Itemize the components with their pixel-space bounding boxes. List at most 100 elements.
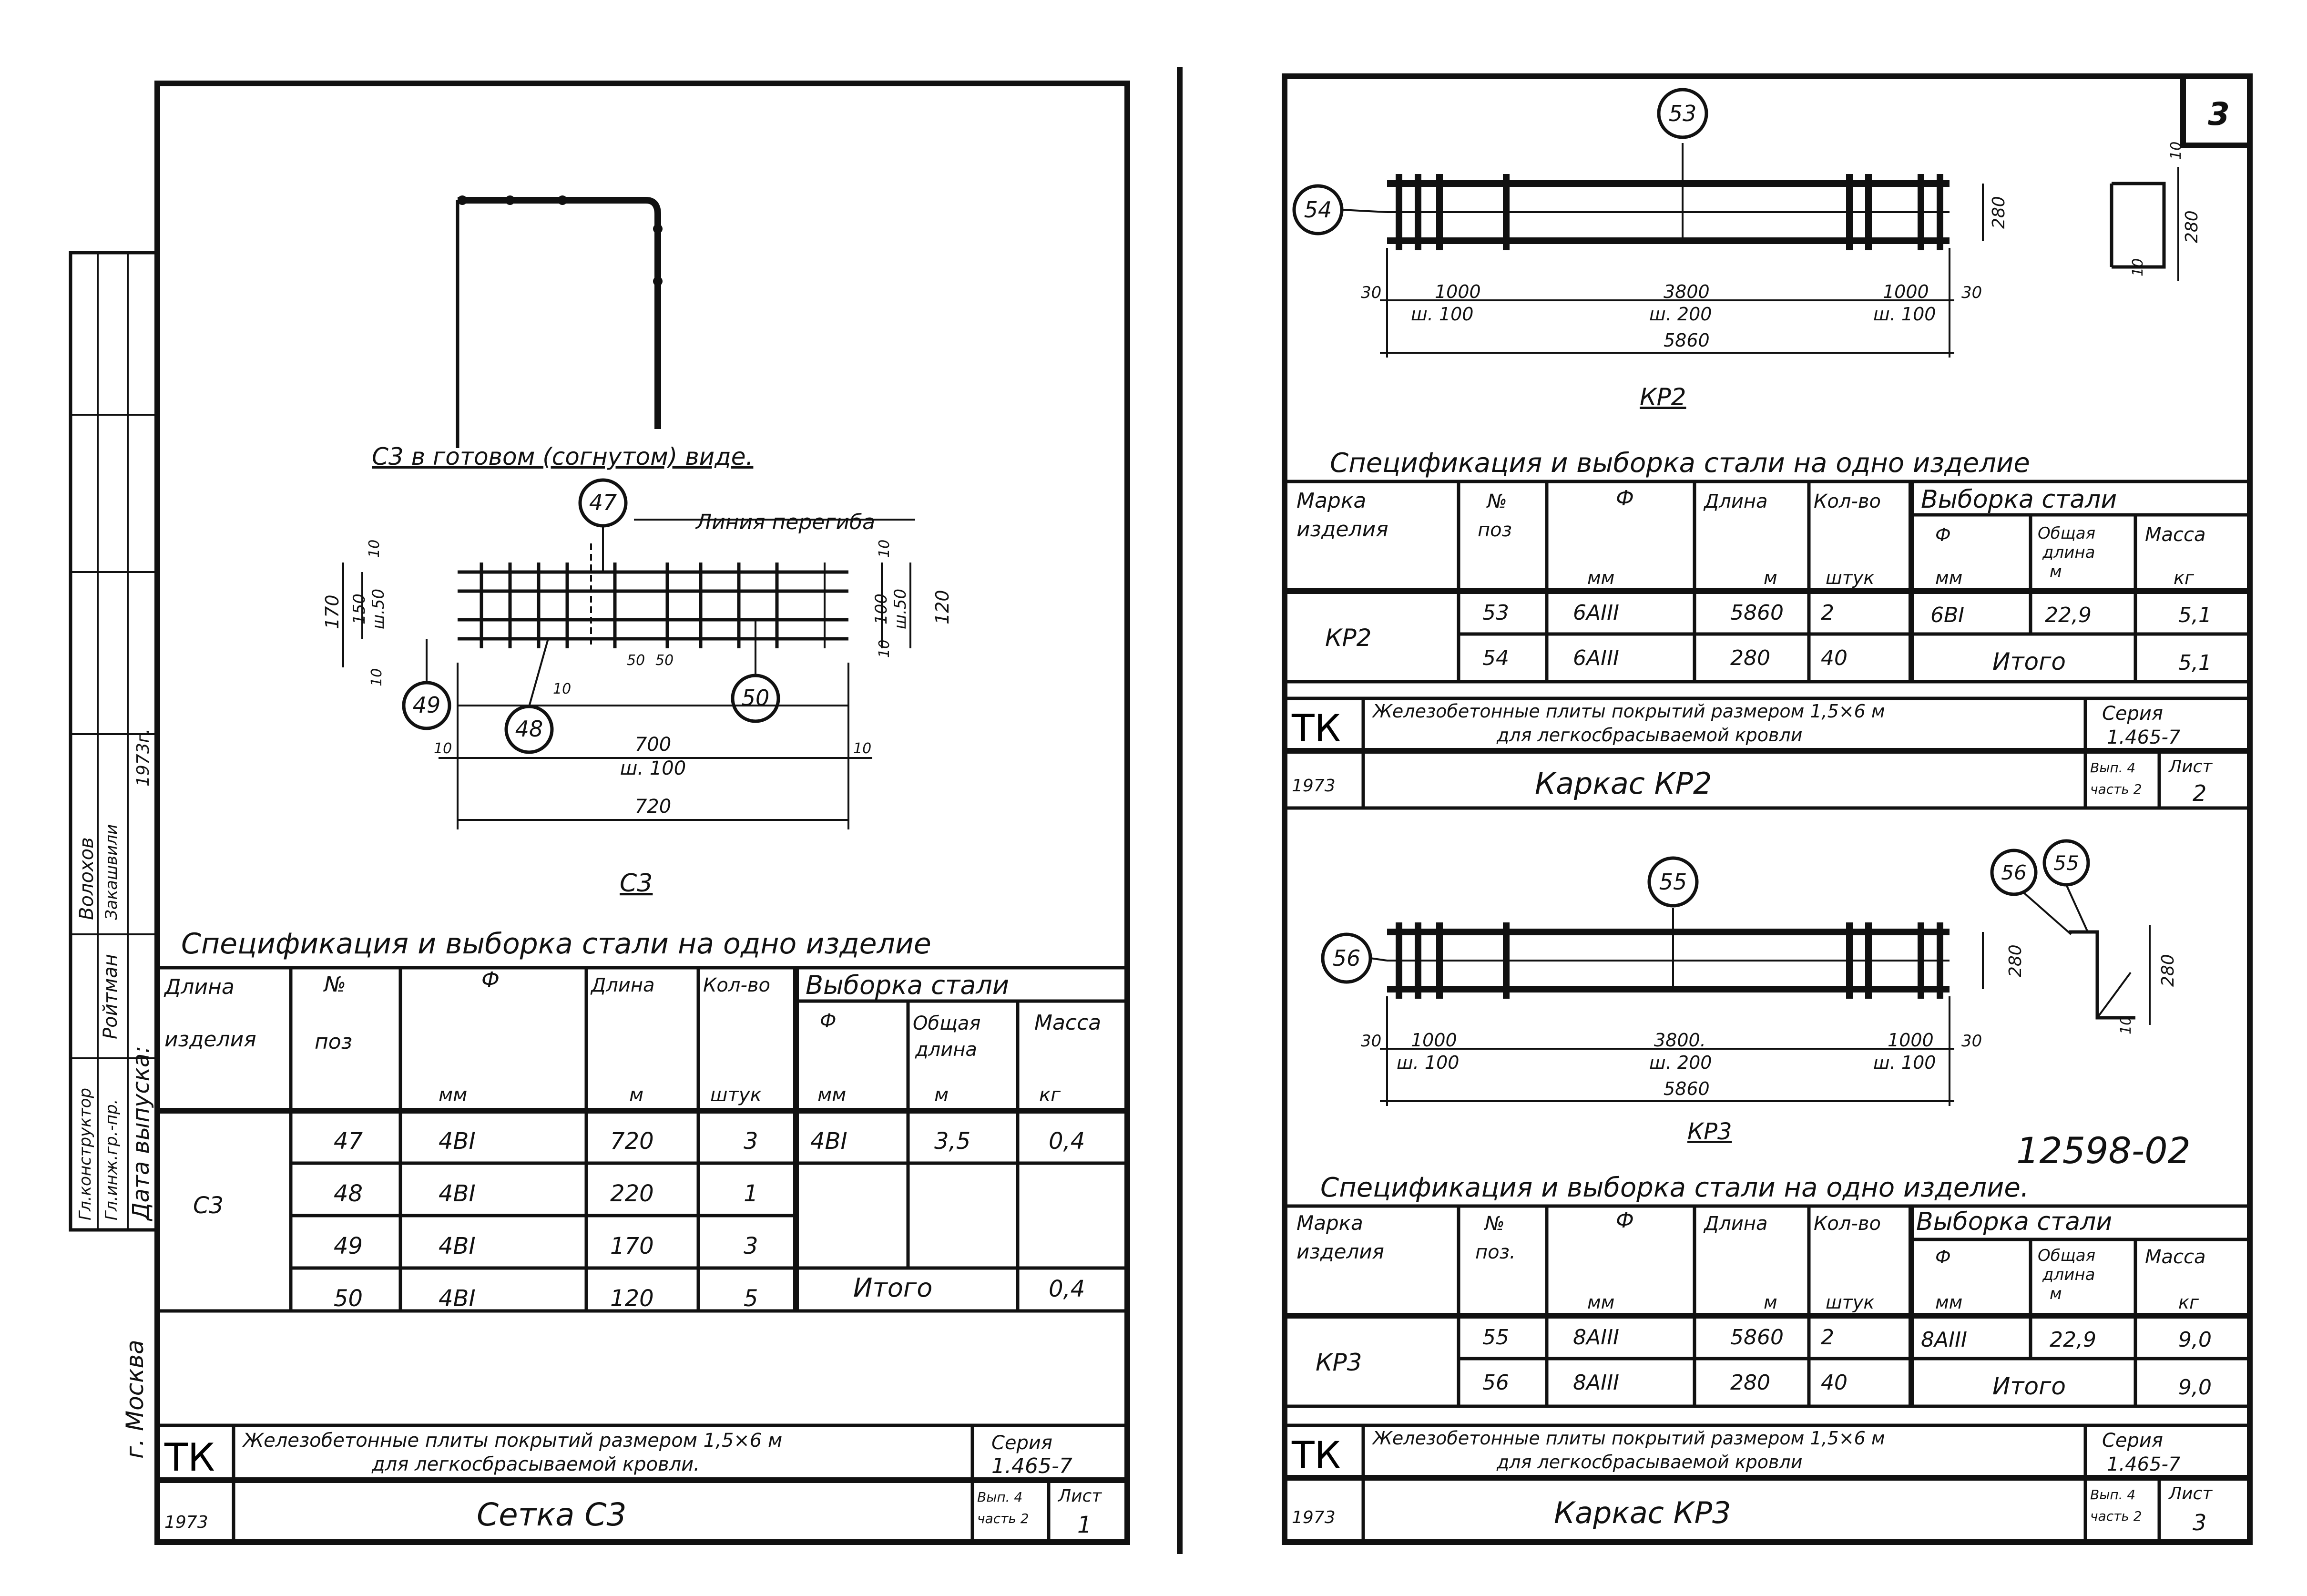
table-cell-qty: 2	[1821, 601, 1834, 625]
bent-mesh-view	[456, 195, 663, 448]
kr3-spec-title: Спецификация и выборка стали на одно изд…	[1320, 1172, 2029, 1203]
svg-text:изделия: изделия	[1296, 1240, 1384, 1263]
svg-text:49: 49	[413, 692, 441, 718]
stamp-name-1: Гл.конструктор	[76, 1088, 95, 1220]
kr2-sel-mass: 5,1	[2178, 603, 2212, 627]
kr3-section: 280 10	[2069, 925, 2178, 1034]
dim-10-w-left: 10	[434, 740, 452, 757]
table-cell-qty: 40	[1821, 646, 1848, 670]
dim-10-top-right: 10	[876, 540, 893, 558]
sheet-number-box	[2180, 73, 2253, 148]
left-series: 1.465-7	[991, 1454, 1072, 1478]
right-sheet: 3 53 54 30 30 1000 ш. 100 3800 ш. 200	[1282, 73, 2253, 1545]
title-block-left: ТК Железобетонные плиты покрытий размеро…	[155, 1423, 1129, 1544]
svg-text:мм: мм	[439, 1084, 467, 1106]
stamp-column: Гл.конструктор Гл.инж.гр.-пр. Дата выпус…	[69, 251, 159, 1459]
dim-10-top-left: 10	[366, 540, 383, 558]
c3-total-label: Итого	[853, 1273, 932, 1303]
table-cell-length: 120	[610, 1285, 654, 1312]
c3-sel-phi: 4ВI	[810, 1128, 847, 1155]
svg-text:Каркас КР3: Каркас КР3	[1554, 1495, 1731, 1530]
kr2-dim-1000a: 1000	[1435, 281, 1481, 302]
stamp-name-2: Гл.инж.гр.-пр.	[102, 1099, 121, 1220]
dim-170: 170	[322, 594, 343, 629]
kr3-sel-mass: 9,0	[2178, 1328, 2212, 1352]
left-sheet-name: Сетка С3	[477, 1496, 627, 1533]
svg-text:Вып. 4: Вып. 4	[2090, 760, 2135, 776]
kr3-dim-right30: 30	[1961, 1032, 1982, 1051]
svg-text:3: 3	[2193, 1510, 2206, 1535]
table-cell-length: 280	[1730, 646, 1770, 670]
svg-text:поз: поз	[1478, 519, 1512, 541]
svg-text:Ф: Ф	[481, 968, 500, 992]
kr3-dim-1000b: 1000	[1888, 1030, 1934, 1051]
dim-10-bot-right: 10	[876, 640, 893, 658]
svg-text:Серия: Серия	[2102, 1430, 2163, 1452]
title-block-kr2: ТК Железобетонные плиты покрытий размеро…	[1283, 696, 2252, 810]
svg-text:56: 56	[2001, 861, 2026, 884]
svg-text:Общая: Общая	[2038, 1246, 2095, 1265]
left-desc-2: для легкосбрасываемой кровли.	[371, 1453, 700, 1475]
kr3-sel-phi: 8АIII	[1921, 1328, 1967, 1352]
archive-number: 12598-02	[2016, 1129, 2191, 1172]
kr3-dim-sh100a: ш. 100	[1397, 1052, 1459, 1073]
svg-text:53: 53	[1669, 101, 1697, 126]
dim-sh100: ш. 100	[620, 757, 686, 779]
svg-text:54: 54	[1304, 197, 1332, 223]
svg-text:№: №	[323, 972, 346, 997]
table-cell-pos: 56	[1482, 1371, 1509, 1395]
pos-50-bubble: 50	[731, 674, 780, 723]
table-cell-phi: 6АIII	[1573, 646, 1619, 670]
spec-table-c3: Длина изделия № поз Ф мм Длина м Кол-во …	[155, 966, 1129, 1313]
table-cell-phi: 4ВI	[439, 1180, 476, 1207]
table-cell-phi: 4ВI	[439, 1233, 476, 1259]
svg-text:10: 10	[2130, 258, 2146, 276]
kr2-dim-3800: 3800	[1664, 281, 1710, 302]
svg-text:Лист: Лист	[2168, 1484, 2213, 1504]
svg-text:часть 2: часть 2	[2090, 781, 2142, 797]
svg-text:Кол-во: Кол-во	[1814, 1213, 1881, 1235]
kr3-sel-total: 22,9	[2050, 1328, 2096, 1352]
table-cell-phi: 6АIII	[1573, 601, 1619, 625]
table-cell-qty: 3	[744, 1233, 758, 1259]
dim-sh50-left: ш.50	[369, 589, 388, 629]
table-cell-phi: 4ВI	[439, 1128, 476, 1155]
pos-55-bubble: 55	[1647, 856, 1699, 908]
kr2-dim-total: 5860	[1664, 330, 1710, 351]
svg-text:1973: 1973	[1292, 1508, 1336, 1527]
svg-text:мм: мм	[1587, 1292, 1614, 1313]
kr2-dim-sh200: ш. 200	[1649, 304, 1712, 325]
svg-text:мм: мм	[1935, 567, 1962, 588]
kr2-section: 10 280 10	[2110, 142, 2202, 281]
svg-text:Кол-во: Кол-во	[703, 974, 770, 996]
svg-text:Ф: Ф	[1616, 486, 1634, 511]
svg-text:Ф: Ф	[820, 1010, 836, 1032]
dim-720: 720	[635, 796, 671, 818]
svg-text:50: 50	[742, 685, 770, 711]
kr3-section-pos-55: 55	[2042, 839, 2090, 887]
table-cell-qty: 3	[744, 1128, 758, 1155]
svg-text:кг: кг	[2178, 1292, 2199, 1313]
svg-text:Выборка стали: Выборка стали	[1916, 1207, 2112, 1236]
left-issue-1: Вып. 4	[977, 1489, 1022, 1505]
svg-text:для легкосбрасываемой кровли: для легкосбрасываемой кровли	[1496, 725, 1802, 746]
kr2-spec-title: Спецификация и выборка стали на одно изд…	[1330, 448, 2030, 479]
svg-text:м: м	[1764, 567, 1777, 588]
svg-text:Длина: Длина	[163, 975, 235, 999]
svg-text:Железобетонные плиты покрытий: Железобетонные плиты покрытий размером 1…	[1372, 1428, 1885, 1449]
svg-text:Марка: Марка	[1296, 489, 1366, 513]
svg-text:часть 2: часть 2	[2090, 1508, 2142, 1524]
kr2-mark-cell: КР2	[1325, 624, 1371, 652]
bend-line-label: Линия перегиба	[695, 510, 875, 534]
svg-text:изделия: изделия	[1296, 517, 1388, 542]
svg-text:Ф: Ф	[1935, 1247, 1951, 1268]
svg-text:47: 47	[589, 490, 617, 515]
svg-text:ТК: ТК	[1291, 707, 1341, 750]
table-cell-qty: 40	[1821, 1371, 1848, 1395]
kr2-dim-left30: 30	[1361, 283, 1381, 302]
pos-54-bubble: 54	[1292, 184, 1344, 235]
table-cell-phi: 8АIII	[1573, 1371, 1619, 1395]
stamp-name-3: Дата выпуска:	[128, 1046, 154, 1222]
svg-text:10: 10	[2168, 142, 2185, 160]
svg-text:штук: штук	[1826, 1292, 1874, 1313]
